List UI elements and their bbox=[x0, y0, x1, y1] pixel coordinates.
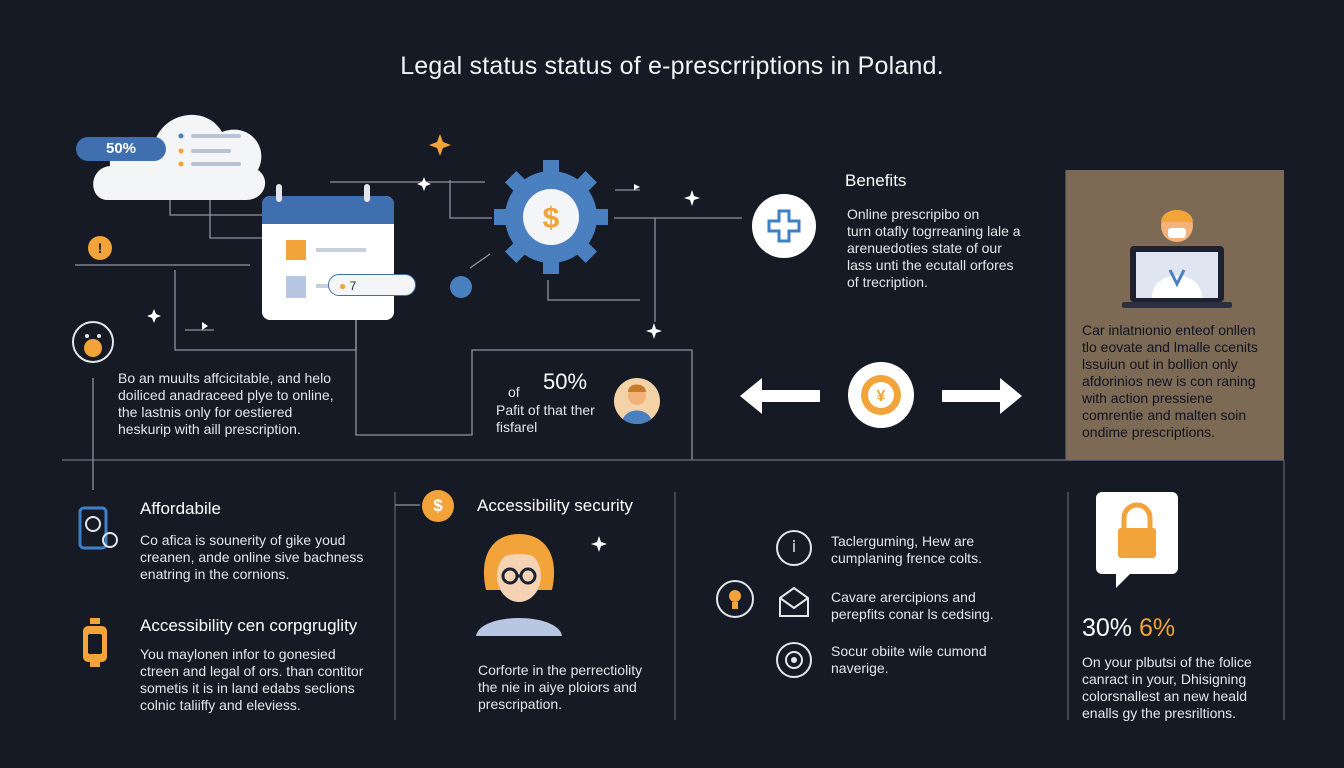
security-stat-line: enalls gy the presriltions. bbox=[1082, 705, 1237, 721]
doctor-laptop-icon bbox=[1122, 204, 1232, 310]
security-stat-orange: 6% bbox=[1139, 614, 1176, 642]
affordable-line: Co afica is sounerity of gike youd bbox=[140, 532, 346, 548]
svg-text:¥: ¥ bbox=[877, 388, 886, 405]
bug-icon bbox=[450, 276, 472, 298]
lightbulb-icon bbox=[716, 580, 754, 618]
benefits-line: Online prescripibo on bbox=[847, 206, 980, 222]
accessibility-community-line: sometis it is in land edabs seclions bbox=[140, 680, 355, 696]
mid-stat-value: 50% bbox=[543, 369, 588, 394]
accessibility-community-line: You maylonen infor to gonesied bbox=[140, 646, 336, 662]
security-stat-line: On your plbutsi of the folice bbox=[1082, 654, 1252, 670]
list-item-line: Socur obiite wile cumond bbox=[831, 643, 987, 659]
accessibility-community-line: colnic taliiffy and eleviess. bbox=[140, 697, 301, 713]
badge-icon bbox=[776, 642, 812, 678]
mid-stat-text: Pafit of that ther fisfarel bbox=[496, 402, 595, 436]
accessibility-community-text: You maylonen infor to gonesied ctreen an… bbox=[140, 646, 363, 714]
accessibility-community-heading: Accessibility cen corpgruglity bbox=[140, 616, 358, 635]
accessibility-security-line: prescripation. bbox=[478, 696, 563, 712]
arrow-left-icon bbox=[740, 378, 820, 419]
security-stat-white: 30% bbox=[1082, 614, 1133, 642]
list-item-line: cumplaning frence colts. bbox=[831, 550, 982, 566]
dollar-gear-icon: $ bbox=[492, 158, 610, 276]
svg-text:$: $ bbox=[543, 202, 560, 235]
benefits-text: Online prescripibo on turn otafly togrre… bbox=[847, 206, 1021, 291]
security-stat-text: On your plbutsi of the folice canract in… bbox=[1082, 654, 1252, 722]
mid-stat-line: fisfarel bbox=[496, 419, 538, 435]
intro-line: heskurip with aill prescription. bbox=[118, 421, 301, 437]
cloud-badge-value: 50% bbox=[105, 140, 137, 157]
doctor-panel-line: ondime prescriptions. bbox=[1082, 424, 1216, 440]
benefits-line: arenuedoties state of our bbox=[847, 240, 1002, 256]
benefits-heading: Benefits bbox=[845, 171, 907, 190]
benefits-line: lass unti the ecutall orfores bbox=[847, 257, 1014, 273]
intro-line: Bo an muults affcicitable, and helo bbox=[118, 370, 331, 386]
accessibility-security-line: Corforte in the perrectiolity bbox=[478, 662, 643, 678]
list-item: Taclerguming, Hew are cumplaning frence … bbox=[831, 533, 982, 567]
coin-icon: $ bbox=[422, 490, 454, 522]
affordable-text: Co afica is sounerity of gike youd crean… bbox=[140, 532, 363, 583]
mid-stat-prefix: of bbox=[508, 384, 520, 400]
accessibility-community-line: ctreen and legal of ors. than contitor bbox=[140, 663, 364, 679]
intro-line: doiliced anadraceed plye to online, bbox=[118, 387, 334, 403]
medical-cross-icon bbox=[752, 194, 816, 258]
list-item-line: naverige. bbox=[831, 660, 889, 676]
security-stat-line: canract in your, Dhisigning bbox=[1082, 671, 1247, 687]
calendar-icon bbox=[262, 196, 394, 320]
list-item: Cavare arercipions and perepfits conar l… bbox=[831, 589, 994, 623]
accessibility-security-heading: Accessibility security bbox=[477, 496, 633, 515]
woman-glasses-icon bbox=[476, 530, 562, 636]
cloud-badge: 50% bbox=[76, 137, 166, 161]
affordable-line: enatring in the cornions. bbox=[140, 566, 290, 582]
warning-icon: ! bbox=[88, 236, 112, 260]
tag-label: ● 7 bbox=[328, 274, 416, 296]
tag-text: 7 bbox=[349, 279, 357, 293]
intro-line: the lastnis only for oestiered bbox=[118, 404, 293, 420]
list-item: Socur obiite wile cumond naverige. bbox=[831, 643, 987, 677]
mid-stat-line: Pafit of that ther bbox=[496, 402, 595, 418]
list-item-line: perepfits conar ls cedsing. bbox=[831, 606, 994, 622]
accessibility-security-text: Corforte in the perrectiolity the nie in… bbox=[478, 662, 642, 713]
coin-badge-icon: ¥ bbox=[848, 362, 914, 428]
lantern-icon bbox=[80, 618, 110, 668]
page-title: Legal status status of e-prescrriptions … bbox=[400, 52, 944, 80]
doctor-panel-line: lssuiun out in bollion only bbox=[1082, 356, 1238, 372]
robot-icon bbox=[70, 320, 116, 364]
benefits-line: of trecription. bbox=[847, 274, 928, 290]
security-stat-line: colorsnallest an new heald bbox=[1082, 688, 1247, 704]
doctor-panel-line: Car inlatnionio enteof onllen bbox=[1082, 322, 1256, 338]
cloud-icon bbox=[88, 96, 270, 206]
doctor-panel-line: with action pressiene bbox=[1082, 390, 1213, 406]
affordable-heading: Affordabile bbox=[140, 499, 221, 518]
accessibility-security-line: the nie in aiye ploiors and bbox=[478, 679, 637, 695]
intro-text: Bo an muults affcicitable, and helo doil… bbox=[118, 370, 334, 438]
doctor-panel-line: comrentie and malten soin bbox=[1082, 407, 1247, 423]
benefits-line: turn otafly togrreaning lale a bbox=[847, 223, 1021, 239]
mail-icon bbox=[776, 586, 812, 618]
list-item-line: Taclerguming, Hew are bbox=[831, 533, 975, 549]
info-icon: ⅰ bbox=[776, 530, 812, 566]
doctor-panel-line: afdorinios new is con raning bbox=[1082, 373, 1256, 389]
list-item-line: Cavare arercipions and bbox=[831, 589, 976, 605]
doctor-panel-line: tlo eovate and lmalle ccenits bbox=[1082, 339, 1258, 355]
doctor-panel: Car inlatnionio enteof onllen tlo eovate… bbox=[1066, 170, 1284, 460]
phone-icon bbox=[76, 506, 120, 550]
affordable-line: creanen, ande online sive bachness bbox=[140, 549, 364, 565]
security-stat-value: 30% 6% bbox=[1082, 614, 1175, 643]
doctor-panel-text: Car inlatnionio enteof onllen tlo eovate… bbox=[1082, 322, 1258, 441]
padlock-icon bbox=[1096, 492, 1178, 588]
person-avatar-icon bbox=[614, 378, 660, 424]
arrow-right-icon bbox=[942, 378, 1022, 419]
